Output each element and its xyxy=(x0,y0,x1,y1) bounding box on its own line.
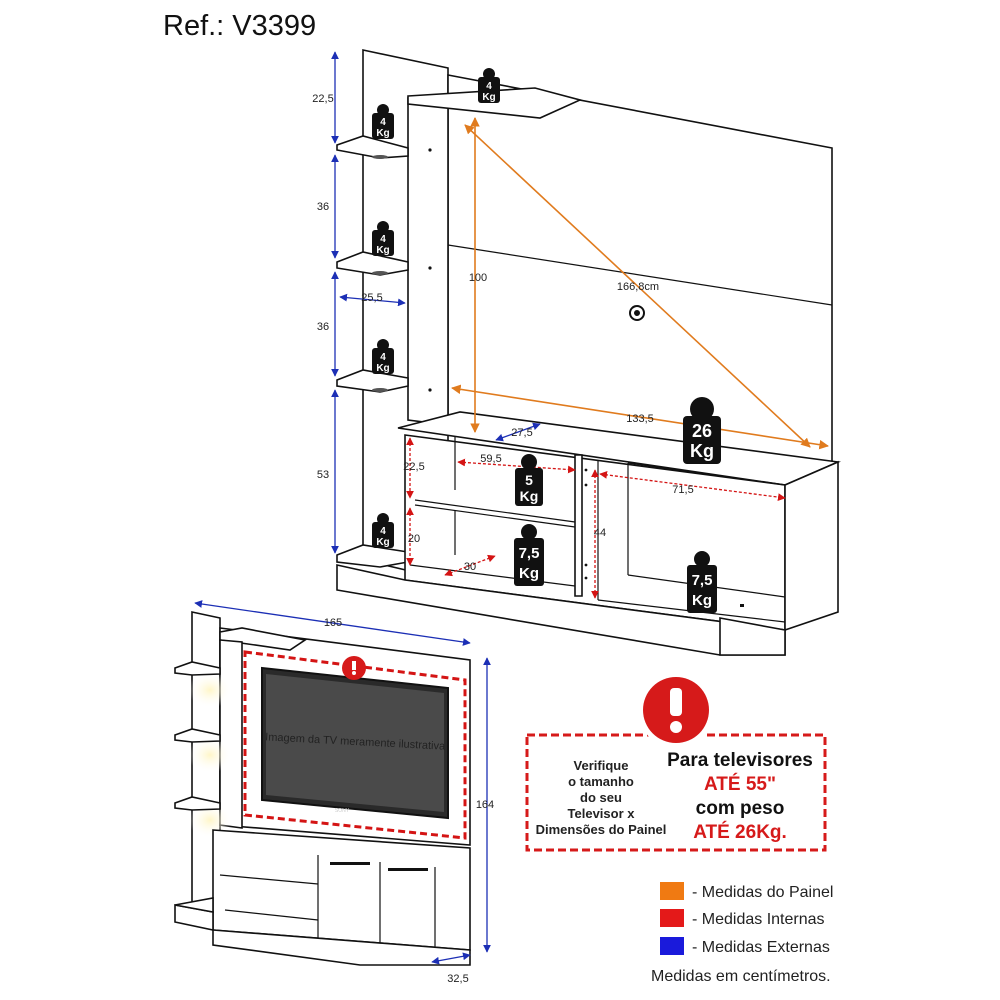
weight-icon-panel: 26 Kg xyxy=(683,397,721,464)
warning-headline: Para televisores xyxy=(667,750,813,771)
weight-icon-side-shelf-3: 4 Kg xyxy=(372,339,394,374)
verify-line-4: Televisor x xyxy=(568,806,636,821)
dim-niche-width: 59,5 xyxy=(480,453,501,465)
warning-weight-limit: ATÉ 26Kg. xyxy=(693,821,787,843)
warning-box: Verifique o tamanho do seu Televisor x D… xyxy=(525,672,827,852)
dim-panel-width: 133,5 xyxy=(626,413,654,425)
warning-size-limit: ATÉ 55" xyxy=(704,773,776,795)
dim-niche-height-bottom: 20 xyxy=(408,533,420,545)
dim-niche-height-top: 22,5 xyxy=(403,461,424,473)
svg-text:4: 4 xyxy=(380,234,386,245)
warning-icon-large xyxy=(638,672,714,748)
svg-text:Kg: Kg xyxy=(690,441,714,461)
dim-total-depth: 32,5 xyxy=(447,973,468,985)
rack-side xyxy=(784,460,839,632)
verify-line-3: do seu xyxy=(580,790,622,805)
panel-dimensions xyxy=(451,117,829,450)
weight-icon-niche-top: 5 Kg xyxy=(515,454,543,506)
svg-text:Kg: Kg xyxy=(692,592,712,609)
weight-icon-side-shelf-4: 4 Kg xyxy=(372,513,394,548)
legend-label-internal: - Medidas Internas xyxy=(692,911,825,928)
dim-shelf-gap-top: 22,5 xyxy=(312,93,333,105)
svg-text:7,5: 7,5 xyxy=(519,545,540,562)
svg-text:Kg: Kg xyxy=(482,92,495,103)
legend-swatch-internal xyxy=(660,909,684,927)
svg-text:Kg: Kg xyxy=(376,363,389,374)
verify-line-5: Dimensões do Painel xyxy=(536,822,667,837)
svg-text:Kg: Kg xyxy=(376,245,389,256)
svg-text:4: 4 xyxy=(380,526,386,537)
weight-icon-top-shelf: 4 Kg xyxy=(478,68,500,103)
dim-niche-depth: 30 xyxy=(464,561,476,573)
legend-swatch-external xyxy=(660,937,684,955)
dim-door-height: 44 xyxy=(594,527,606,539)
dim-shelf-gap-mid1: 36 xyxy=(317,201,329,213)
svg-text:26: 26 xyxy=(692,421,712,441)
verify-line-2: o tamanho xyxy=(568,774,634,789)
side-shelves xyxy=(336,135,409,568)
dim-shelf-depth: 25,5 xyxy=(361,292,382,304)
svg-text:Kg: Kg xyxy=(376,537,389,548)
svg-text:5: 5 xyxy=(525,472,533,488)
dim-shelf-gap-mid2: 36 xyxy=(317,321,329,333)
internal-dimensions xyxy=(406,437,786,599)
weight-badges: 4 Kg 4 Kg 4 Kg 4 Kg 4 Kg 26 Kg xyxy=(372,68,721,613)
main-back-panel xyxy=(447,74,833,466)
dim-rack-depth: 27,5 xyxy=(511,427,532,439)
tv-brand: SONY xyxy=(335,808,350,814)
warning-icon-small xyxy=(342,656,366,680)
reference-title: Ref.: V3399 xyxy=(163,10,317,42)
weight-icon-niche-bottom: 7,5 Kg xyxy=(514,524,544,586)
legend-swatch-panel xyxy=(660,882,684,900)
weight-icon-side-shelf-2: 4 Kg xyxy=(372,221,394,256)
svg-text:Kg: Kg xyxy=(519,565,539,582)
svg-text:4: 4 xyxy=(486,81,492,92)
dimension-labels: 22,5 36 36 53 25,5 100 166,8cm 133,5 27,… xyxy=(312,93,693,573)
verify-line-1: Verifique xyxy=(574,758,629,773)
small-drawing: Imagem da TV meramente ilustrativa SONY … xyxy=(174,600,494,985)
dim-door-width: 71,5 xyxy=(672,484,693,496)
weight-icon-side-shelf-1: 4 Kg xyxy=(372,104,394,139)
main-drawing xyxy=(336,49,841,656)
dim-total-height: 164 xyxy=(476,799,494,811)
svg-text:Kg: Kg xyxy=(376,128,389,139)
svg-text:Kg: Kg xyxy=(520,488,539,504)
legend: - Medidas do Painel - Medidas Internas -… xyxy=(651,882,833,985)
dim-total-width: 165 xyxy=(324,617,342,629)
dim-panel-diagonal: 166,8cm xyxy=(617,281,659,293)
weight-icon-cabinet: 7,5 Kg xyxy=(687,551,717,613)
warning-weight-label: com peso xyxy=(696,798,785,819)
svg-text:7,5: 7,5 xyxy=(692,572,713,589)
svg-text:4: 4 xyxy=(380,352,386,363)
front-tower xyxy=(407,97,449,426)
dim-shelf-gap-bottom: 53 xyxy=(317,469,329,481)
legend-label-panel: - Medidas do Painel xyxy=(692,884,833,901)
svg-text:4: 4 xyxy=(380,117,386,128)
legend-label-external: - Medidas Externas xyxy=(692,939,830,956)
legend-units: Medidas em centímetros. xyxy=(651,968,831,985)
dim-panel-height: 100 xyxy=(469,272,487,284)
